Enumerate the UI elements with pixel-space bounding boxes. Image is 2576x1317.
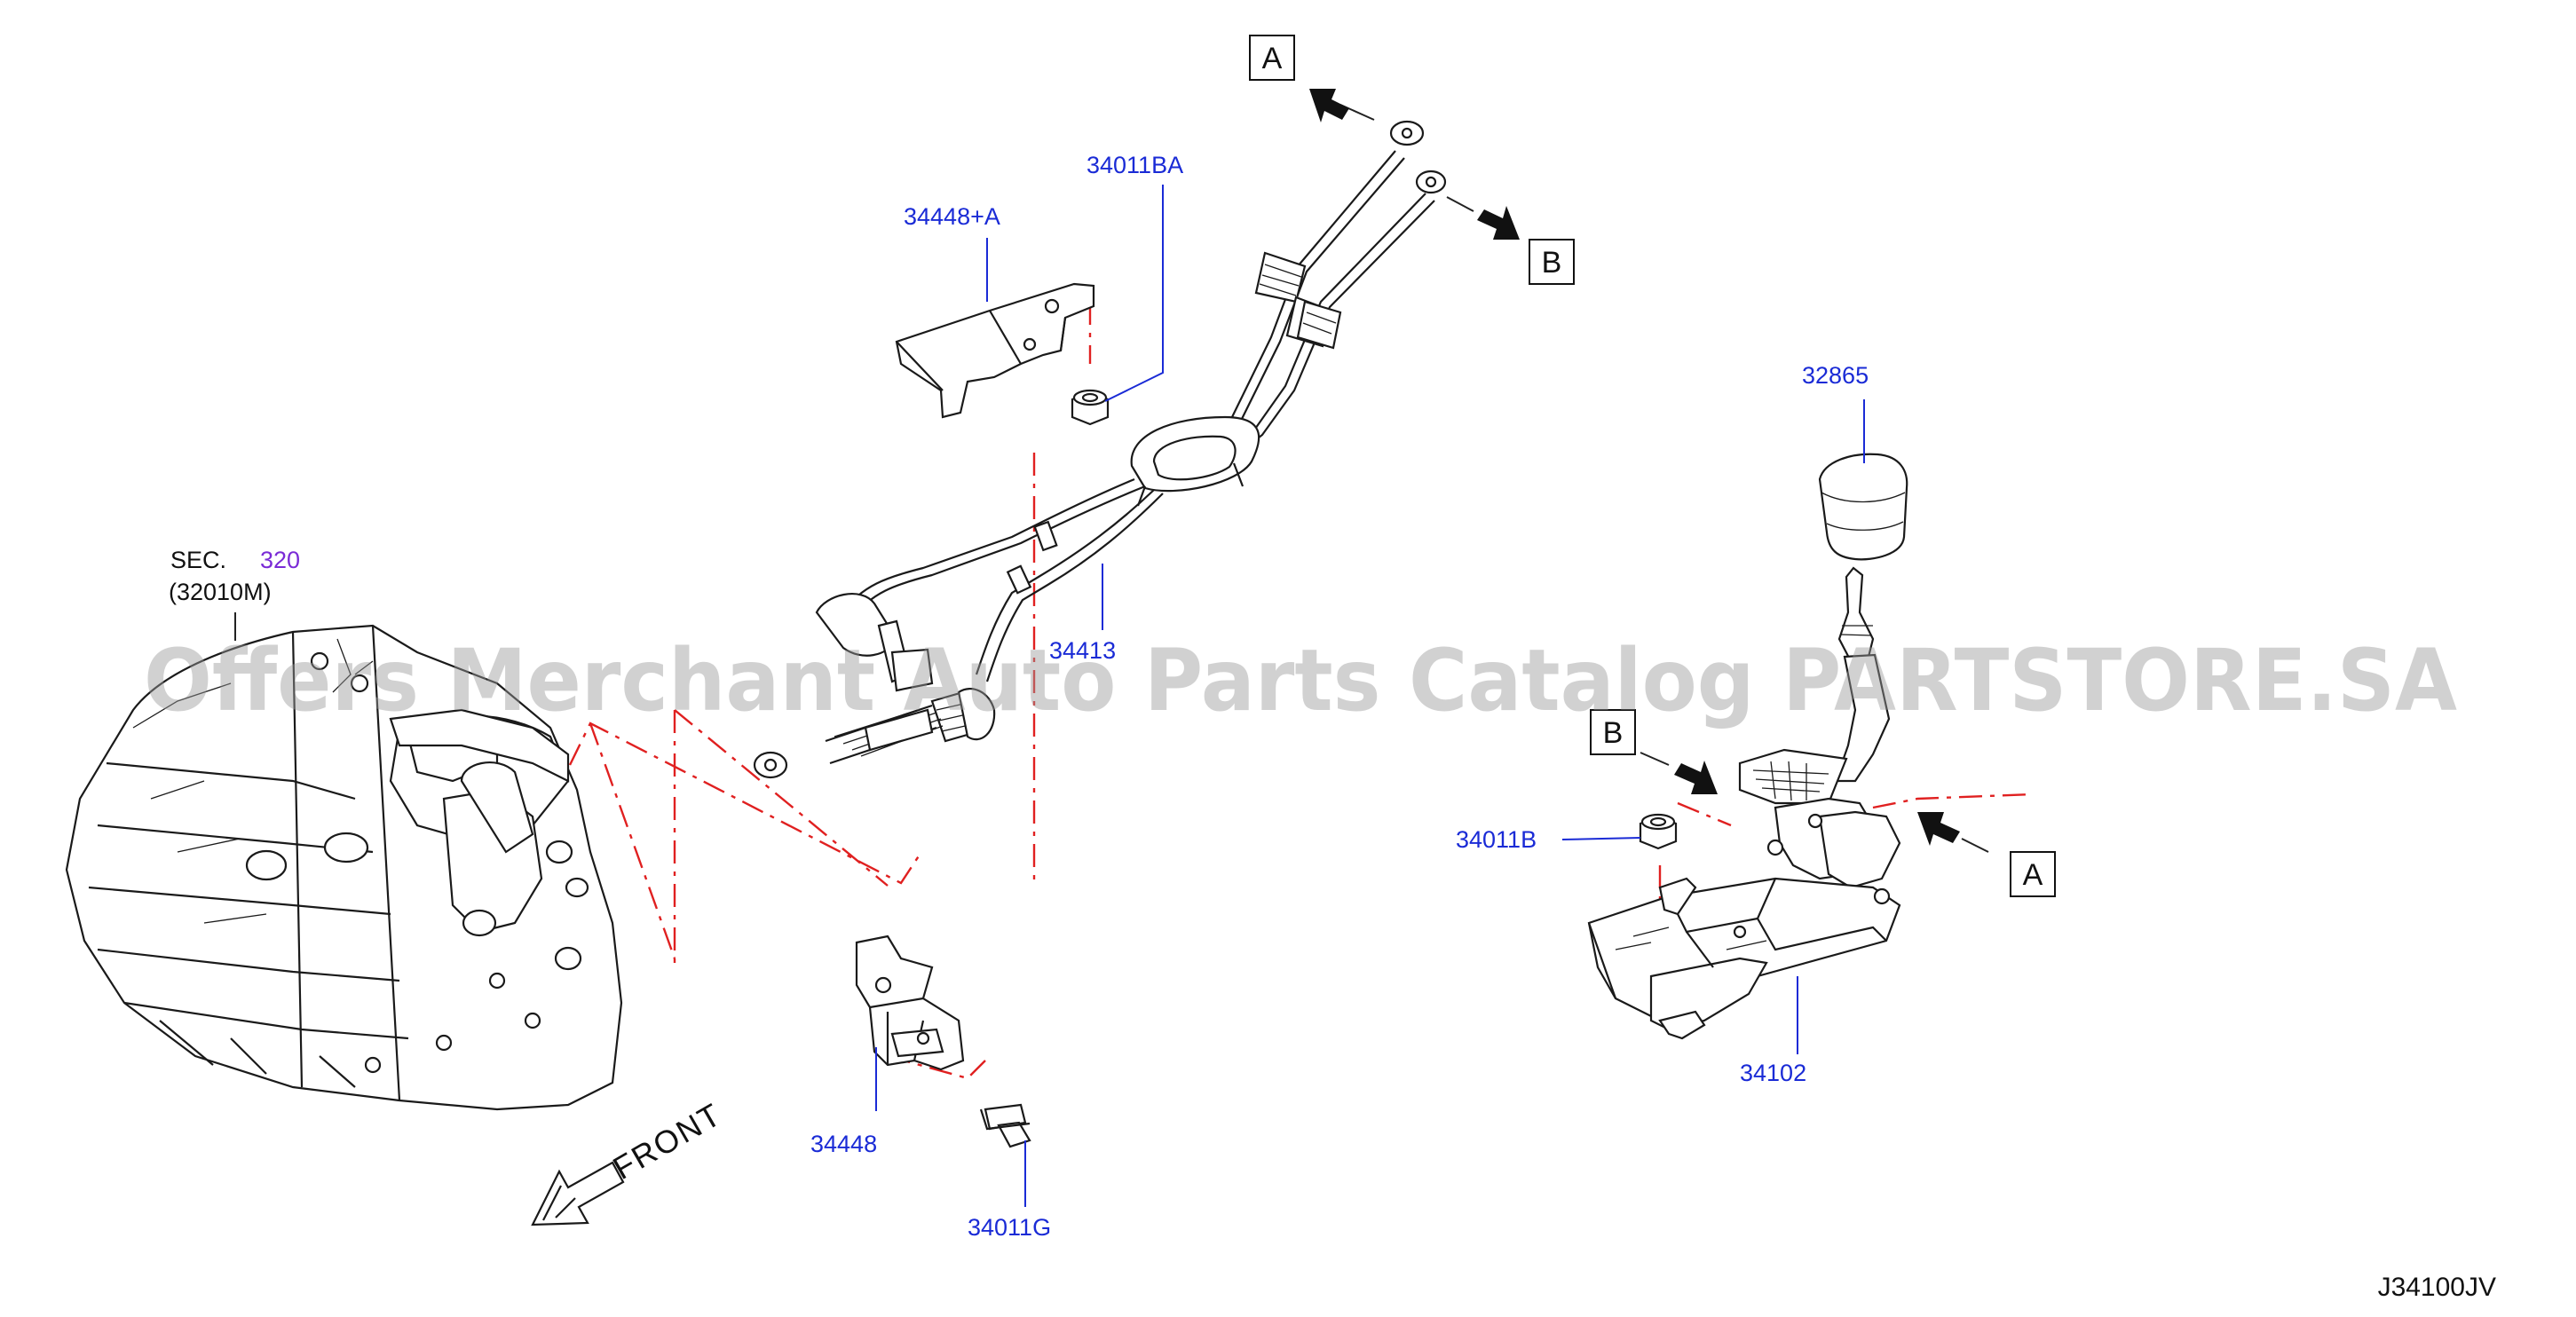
shift-knob-32865[interactable] — [1818, 453, 1908, 561]
part-label-34448[interactable]: 34448 — [810, 1131, 877, 1157]
part-label-32865[interactable]: 32865 — [1802, 362, 1869, 389]
front-direction-indicator: FRONT — [531, 1095, 729, 1226]
ref-box-b-top: B — [1529, 239, 1575, 285]
nut-34011b[interactable] — [1639, 813, 1678, 850]
section-prefix: SEC. — [170, 547, 226, 573]
bracket-34448a[interactable] — [895, 282, 1095, 419]
part-label-34011g[interactable]: 34011G — [968, 1214, 1051, 1241]
watermark-text: Offers Merchant Auto Parts Catalog PARTS… — [144, 631, 2457, 730]
part-label-34011b[interactable]: 34011B — [1456, 826, 1537, 853]
shifter-assembly-34102[interactable] — [1587, 566, 1901, 1040]
leader-lines — [875, 185, 1865, 1207]
part-label-34448a[interactable]: 34448+A — [904, 203, 1000, 230]
ref-box-a-shifter: A — [2010, 851, 2056, 897]
svg-text:A: A — [1262, 42, 1283, 75]
svg-text:B: B — [1603, 716, 1624, 750]
control-cable-assembly[interactable] — [753, 120, 1447, 779]
transmission-assembly[interactable] — [65, 624, 623, 1111]
bolt-34011g[interactable] — [979, 1103, 1031, 1148]
nut-34011ba[interactable] — [1071, 389, 1110, 426]
svg-text:B: B — [1542, 246, 1562, 280]
bracket-34448[interactable] — [855, 935, 965, 1071]
part-label-34413[interactable]: 34413 — [1049, 637, 1116, 664]
ref-box-b-shifter: B — [1590, 709, 1636, 755]
front-label: FRONT — [607, 1095, 729, 1186]
svg-text:A: A — [2023, 858, 2043, 892]
section-code: (32010M) — [169, 579, 272, 605]
part-label-34102[interactable]: 34102 — [1740, 1060, 1806, 1086]
diagram-code: J34100JV — [2378, 1273, 2496, 1302]
part-label-34011ba[interactable]: 34011BA — [1087, 152, 1183, 178]
section-number-link[interactable]: 320 — [260, 547, 300, 573]
direction-arrows — [1309, 89, 1989, 853]
ref-box-a-top: A — [1249, 35, 1295, 81]
